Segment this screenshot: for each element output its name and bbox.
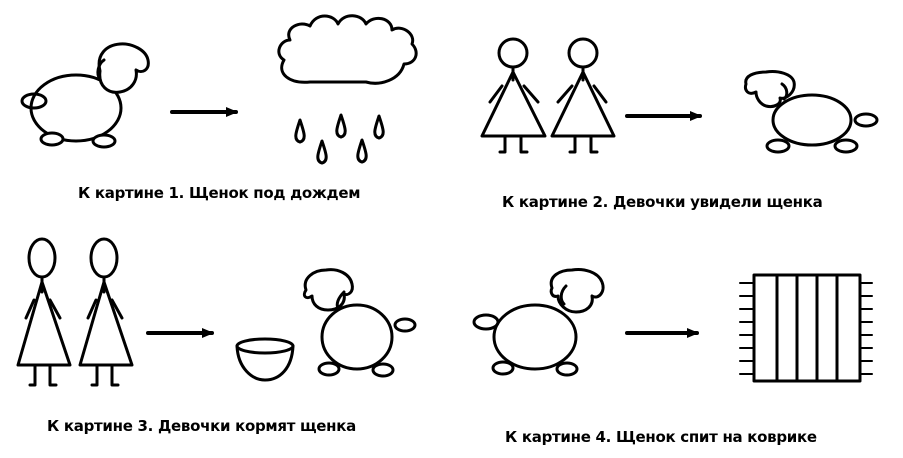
panel-2-caption: К картине 2. Девочки увидели щенка <box>502 193 823 211</box>
panel-3-girl-icon-2 <box>78 237 134 387</box>
panel-1-caption: К картине 1. Щенок под дождем <box>78 184 361 202</box>
panel-4-caption: К картине 4. Щенок спит на коврике <box>505 428 817 446</box>
raindrop-icon-5 <box>356 138 368 164</box>
raindrop-icon-3 <box>373 114 385 140</box>
raindrop-icon-4 <box>316 139 328 165</box>
panel-2-girl-icon-1 <box>480 37 547 154</box>
panel-3-girl-icon-1 <box>16 237 72 387</box>
panel-1-puppy-icon <box>20 42 150 149</box>
panel-3-puppy-icon <box>302 268 417 378</box>
panel-2-girl-icon-2 <box>550 37 616 154</box>
panel-2-puppy-icon <box>744 70 879 154</box>
rain-cloud-icon <box>277 14 418 85</box>
raindrop-icon-2 <box>335 113 347 139</box>
raindrop-icon-1 <box>294 118 306 144</box>
panel-4-puppy-icon <box>472 268 605 377</box>
bowl-icon <box>235 337 295 382</box>
panel-3-caption: К картине 3. Девочки кормят щенка <box>47 417 356 435</box>
rug-icon <box>739 273 873 383</box>
